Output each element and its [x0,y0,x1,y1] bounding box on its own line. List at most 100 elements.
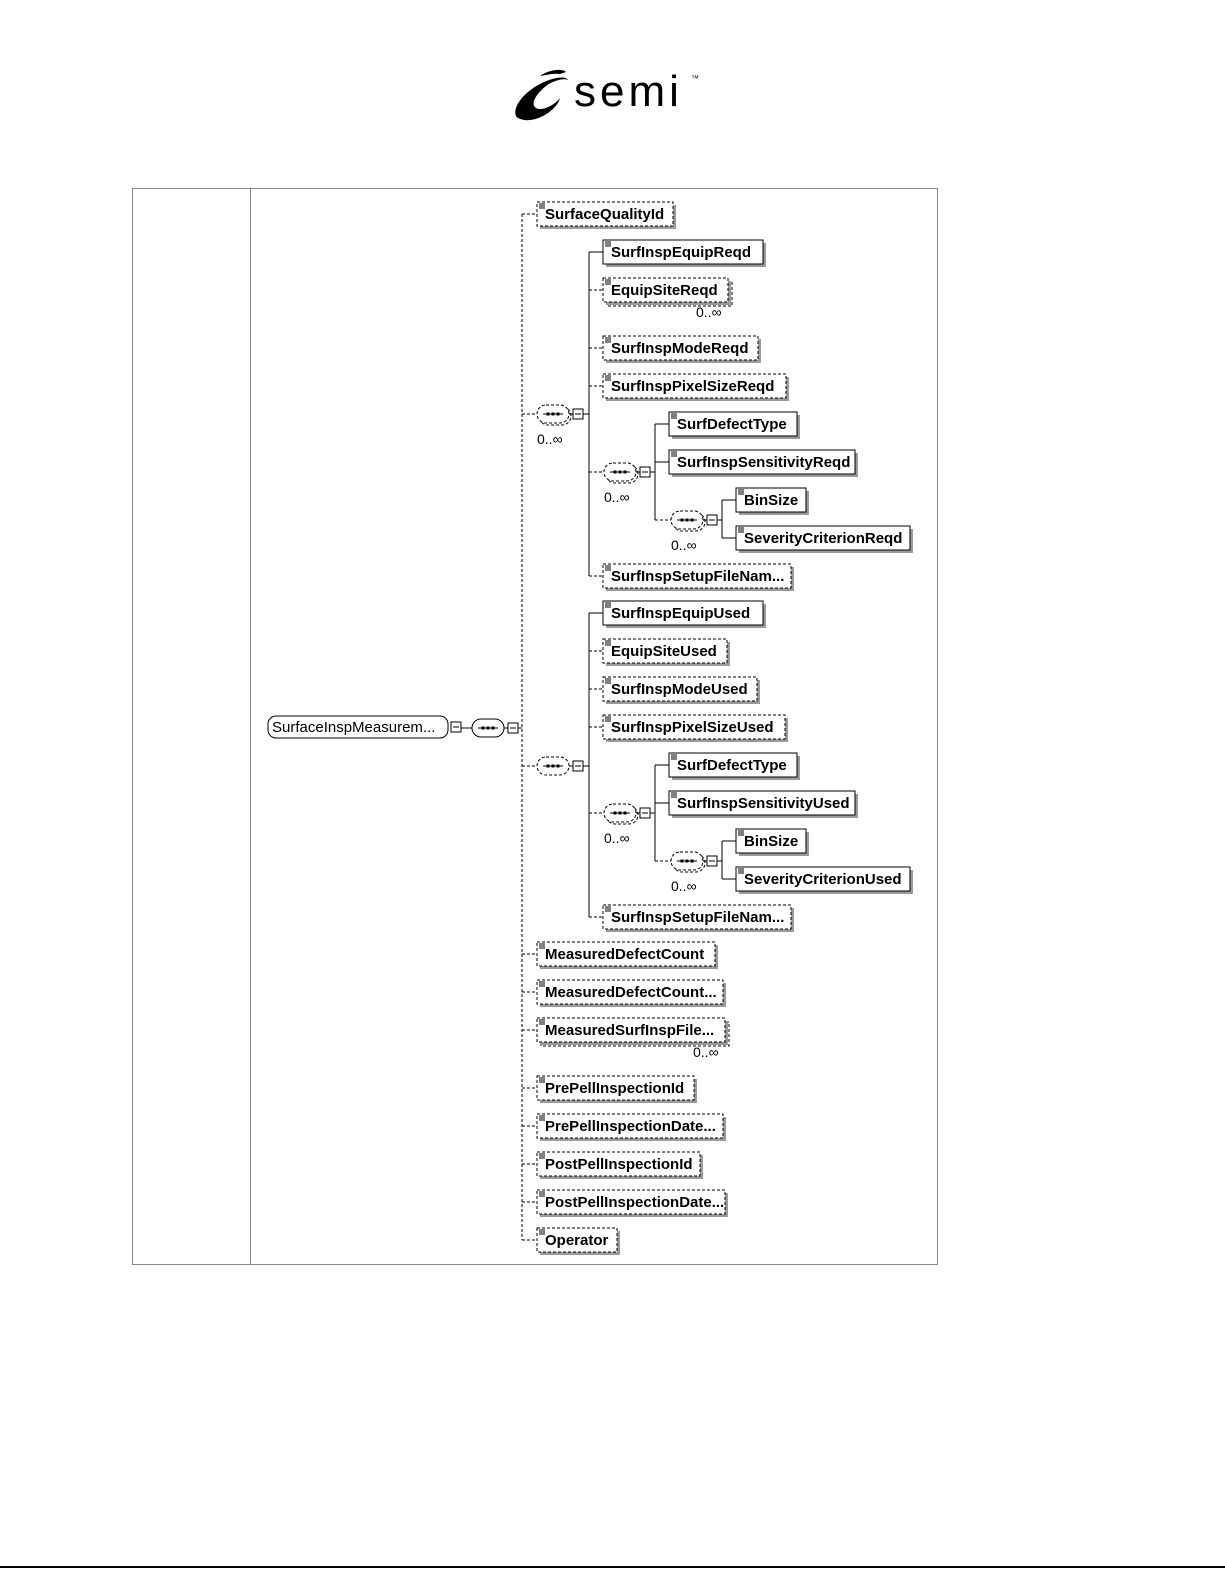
sequence-compositor-s0[interactable] [471,718,519,738]
element-label: SurfInspSetupFileNam... [611,568,784,585]
element-label: SurfDefectType [677,416,787,433]
element-icon [671,413,677,419]
element-label: SurfInspModeReqd [611,340,749,357]
element-icon [671,792,677,798]
element-label: MeasuredDefectCount... [545,984,717,1001]
occurrence-label: 0..∞ [537,431,563,447]
footer-rule [0,1566,1225,1568]
schema-element-n25[interactable]: PostPellInspectionId [536,1151,703,1179]
sequence-compositor-s3[interactable]: 0..∞ [670,510,718,553]
element-icon [605,602,611,608]
element-label: PostPellInspectionDate... [545,1194,724,1211]
element-icon [539,1115,545,1121]
element-label: SurfaceQualityId [545,206,664,223]
element-label: SurfInspEquipReqd [611,244,751,261]
element-icon [539,1191,545,1197]
element-label: EquipSiteUsed [611,643,717,660]
schema-element-n10[interactable]: SurfInspSetupFileNam... [602,563,794,591]
sequence-compositor-s4[interactable] [536,756,584,776]
element-label: SurfInspSensitivityUsed [677,795,850,812]
schema-element-n4[interactable]: SurfInspModeReqd [602,335,761,363]
element-label: BinSize [744,492,798,509]
element-label: PrePellInspectionDate... [545,1118,716,1135]
element-label: EquipSiteReqd [611,282,718,299]
element-label: SeverityCriterionUsed [744,871,902,888]
occurrence-label: 0..∞ [604,489,630,505]
element-label: SurfInspSensitivityReqd [677,454,850,471]
element-icon [539,943,545,949]
schema-element-n5[interactable]: SurfInspPixelSizeReqd [602,373,789,401]
element-label: MeasuredDefectCount [545,946,704,963]
sequence-compositor-s1[interactable]: 0..∞ [536,404,584,447]
element-icon [605,337,611,343]
element-label: SurfInspPixelSizeUsed [611,719,774,736]
element-label: SurfInspSetupFileNam... [611,909,784,926]
element-icon [539,981,545,987]
schema-element-n6[interactable]: SurfDefectType [668,411,800,439]
schema-element-n7[interactable]: SurfInspSensitivityReqd [668,449,858,477]
schema-element-n21[interactable]: MeasuredDefectCount... [536,979,726,1007]
element-label: MeasuredSurfInspFile... [545,1022,714,1039]
occurrence-label: 0..∞ [604,830,630,846]
schema-element-n26[interactable]: PostPellInspectionDate... [536,1189,728,1217]
schema-element-n3[interactable]: EquipSiteReqd 0..∞ [602,277,733,320]
semi-logo-text: semi [574,67,683,116]
occurrence-label: 0..∞ [693,1044,719,1060]
element-icon [738,527,744,533]
occurrence-label: 0..∞ [696,304,722,320]
element-icon [738,489,744,495]
element-icon [605,279,611,285]
root-element-label: SurfaceInspMeasurem... [272,719,435,736]
schema-element-n12[interactable]: EquipSiteUsed [602,638,730,666]
schema-element-n1[interactable]: SurfaceQualityId [536,201,676,229]
schema-element-n8[interactable]: BinSize [735,487,809,515]
schema-element-n18[interactable]: SeverityCriterionUsed [735,866,913,894]
diagram-frame [132,188,938,1265]
schema-element-n19[interactable]: SurfInspSetupFileNam... [602,904,794,932]
sequence-compositor-s5[interactable]: 0..∞ [603,803,651,846]
element-icon [539,1019,545,1025]
element-label: SurfInspEquipUsed [611,605,750,622]
element-icon [605,375,611,381]
schema-element-n17[interactable]: BinSize [735,828,809,856]
schema-element-n15[interactable]: SurfDefectType [668,752,800,780]
element-icon [605,640,611,646]
schema-element-n23[interactable]: PrePellInspectionId [536,1075,697,1103]
element-icon [671,754,677,760]
element-icon [539,1077,545,1083]
element-label: Operator [545,1232,609,1249]
schema-element-n14[interactable]: SurfInspPixelSizeUsed [602,714,788,742]
schema-element-n11[interactable]: SurfInspEquipUsed [602,600,766,628]
trademark-mark: ™ [691,74,699,83]
element-label: SurfDefectType [677,757,787,774]
element-icon [605,906,611,912]
schema-element-n24[interactable]: PrePellInspectionDate... [536,1113,726,1141]
element-icon [671,451,677,457]
semi-logo-swoosh-icon [515,69,568,121]
schema-element-n27[interactable]: Operator [536,1227,620,1255]
element-icon [605,678,611,684]
element-label: PrePellInspectionId [545,1080,684,1097]
element-icon [605,716,611,722]
schema-element-n2[interactable]: SurfInspEquipReqd [602,239,766,267]
element-icon [738,868,744,874]
occurrence-label: 0..∞ [671,537,697,553]
element-label: SurfInspModeUsed [611,681,748,698]
element-label: SurfInspPixelSizeReqd [611,378,774,395]
occurrence-label: 0..∞ [671,878,697,894]
element-icon [605,241,611,247]
root-element[interactable]: SurfaceInspMeasurem... [267,715,462,739]
frame-column-divider [250,188,251,1265]
schema-element-n22[interactable]: MeasuredSurfInspFile... 0..∞ [536,1017,730,1060]
element-label: BinSize [744,833,798,850]
sequence-compositor-s6[interactable]: 0..∞ [670,851,718,894]
element-icon [539,1229,545,1235]
schema-element-n9[interactable]: SeverityCriterionReqd [735,525,913,553]
schema-element-n20[interactable]: MeasuredDefectCount [536,941,718,969]
semi-logo: semi ™ [510,68,710,124]
schema-element-n16[interactable]: SurfInspSensitivityUsed [668,790,858,818]
element-icon [539,1153,545,1159]
schema-element-n13[interactable]: SurfInspModeUsed [602,676,760,704]
sequence-compositor-s2[interactable]: 0..∞ [603,462,651,505]
